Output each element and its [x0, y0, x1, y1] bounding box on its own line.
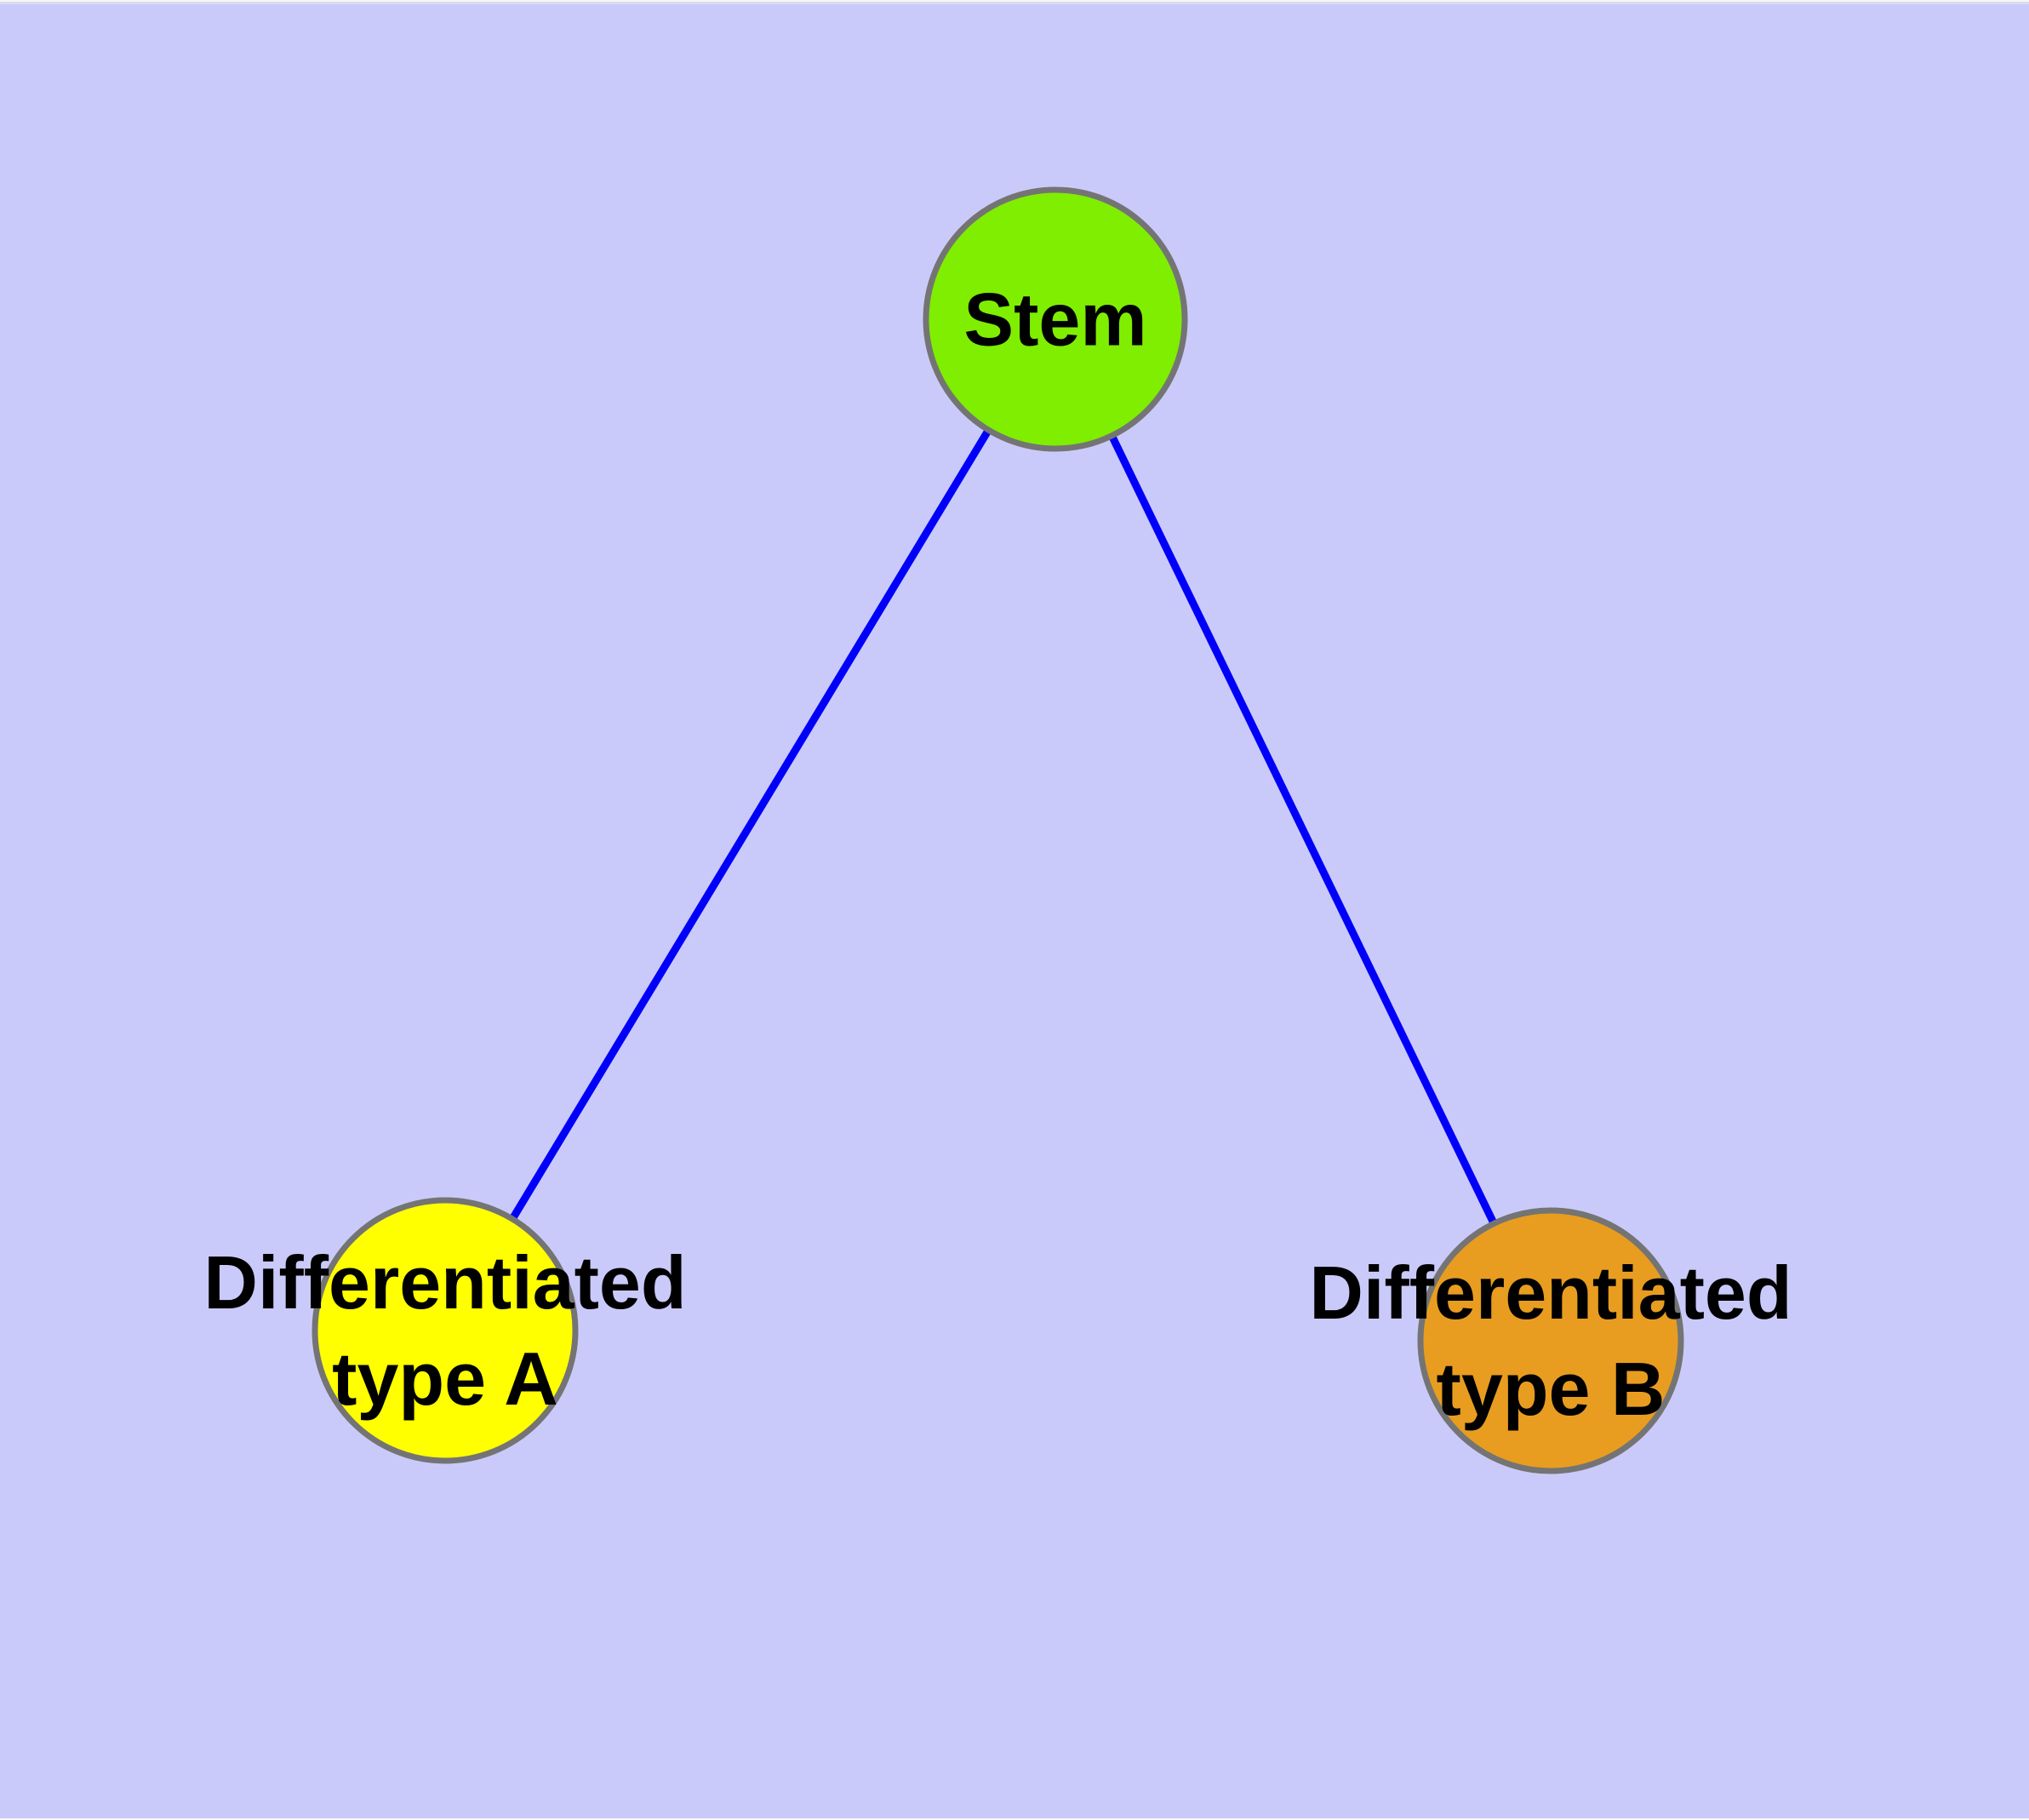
top-edge-strip-shade: [0, 2, 2029, 4]
edge-stem-to-differentiated-type-a: [442, 317, 1059, 1333]
node-differentiated-type-a: [311, 1197, 579, 1464]
top-edge-strip: [0, 0, 2029, 2]
node-stem: [923, 186, 1188, 452]
edge-stem-to-differentiated-type-b: [1051, 318, 1555, 1342]
node-differentiated-type-b: [1417, 1207, 1684, 1474]
bottom-edge-strip: [0, 1818, 2029, 1820]
